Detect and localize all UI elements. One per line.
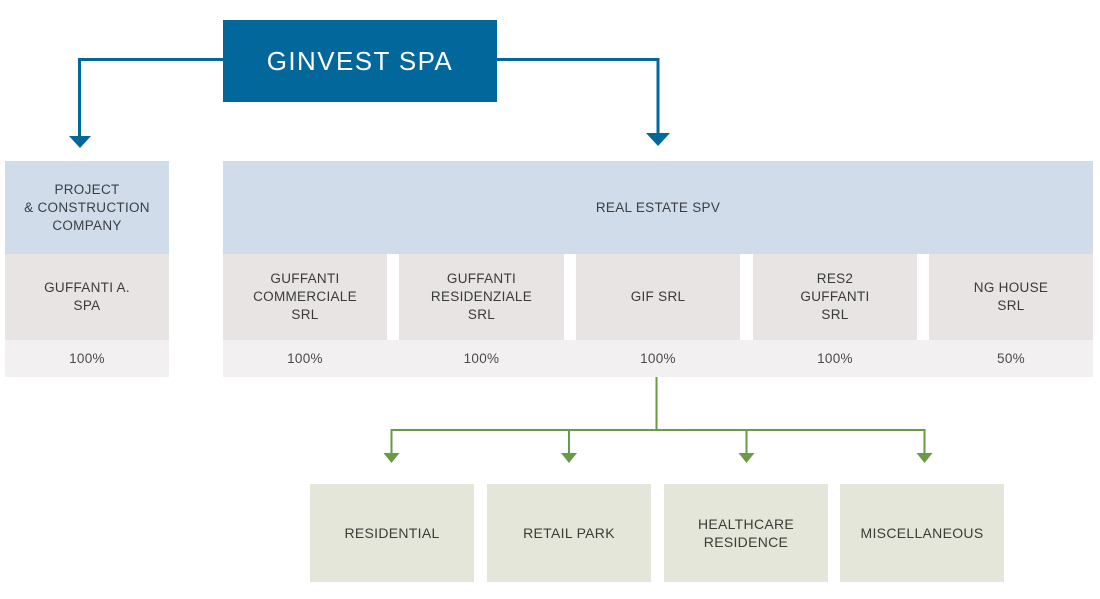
company-name: GUFFANTI RESIDENZIALE SRL [430, 271, 533, 322]
arrow-down-icon [69, 136, 91, 148]
category-box: RETAIL PARK [487, 484, 651, 582]
category-box: RESIDENTIAL [310, 484, 474, 582]
arrow-down-icon [646, 133, 670, 146]
company-cell: GUFFANTI COMMERCIALE SRL [223, 254, 387, 340]
category-label: HEALTHCARE RESIDENCE [697, 516, 795, 550]
parent-to-real-estate-spv-connector [497, 58, 670, 146]
ownership-percent: 100% [69, 351, 105, 366]
arrow-down-icon [738, 453, 755, 463]
connector-line [497, 58, 660, 134]
ownership-percent: 100% [287, 351, 323, 366]
division-header-label: REAL ESTATE SPV [595, 199, 721, 215]
arrow-down-icon [916, 453, 933, 463]
company-name: GIF SRL [630, 289, 686, 304]
division-header-label: PROJECT & CONSTRUCTION COMPANY [24, 181, 150, 233]
ownership-cell: 100% [399, 340, 564, 377]
company-cell: GUFFANTI RESIDENZIALE SRL [399, 254, 564, 340]
ownership-cell: 100% [753, 340, 917, 377]
company-cell: GIF SRL [576, 254, 740, 340]
division-header: PROJECT & CONSTRUCTION COMPANY [5, 161, 169, 254]
division-header: REAL ESTATE SPV [223, 161, 1093, 254]
ownership-percent: 100% [817, 351, 853, 366]
connector-line [78, 58, 223, 137]
category-box: MISCELLANEOUS [840, 484, 1004, 582]
gif-to-categories-connector [383, 377, 933, 463]
ownership-percent: 50% [997, 351, 1025, 366]
parent-to-project-construction-connector [69, 58, 223, 148]
company-cell: NG HOUSE SRL [929, 254, 1093, 340]
company-cell: RES2 GUFFANTI SRL [753, 254, 917, 340]
arrow-down-icon [383, 453, 400, 463]
category-label: RESIDENTIAL [344, 525, 440, 541]
ownership-cell: 50% [929, 340, 1093, 377]
company-name: GUFFANTI A. SPA [44, 280, 130, 313]
ownership-row [223, 340, 1093, 377]
category-box: HEALTHCARE RESIDENCE [664, 484, 828, 582]
ownership-cell: 100% [5, 340, 169, 377]
arrow-down-icon [561, 453, 577, 463]
category-label: MISCELLANEOUS [860, 525, 984, 541]
company-name: NG HOUSE SRL [973, 280, 1049, 313]
company-name: GUFFANTI COMMERCIALE SRL [253, 271, 357, 322]
company-name: RES2 GUFFANTI SRL [800, 271, 870, 322]
company-cell: GUFFANTI A. SPA [5, 254, 169, 340]
ownership-percent: 100% [463, 351, 500, 366]
parent-company-box: GINVEST SPA [223, 20, 497, 102]
ownership-cell: 100% [576, 340, 740, 377]
category-label: RETAIL PARK [523, 525, 615, 541]
ownership-percent: 100% [640, 351, 676, 366]
ownership-cell: 100% [223, 340, 387, 377]
parent-company-name: GINVEST SPA [266, 45, 454, 76]
